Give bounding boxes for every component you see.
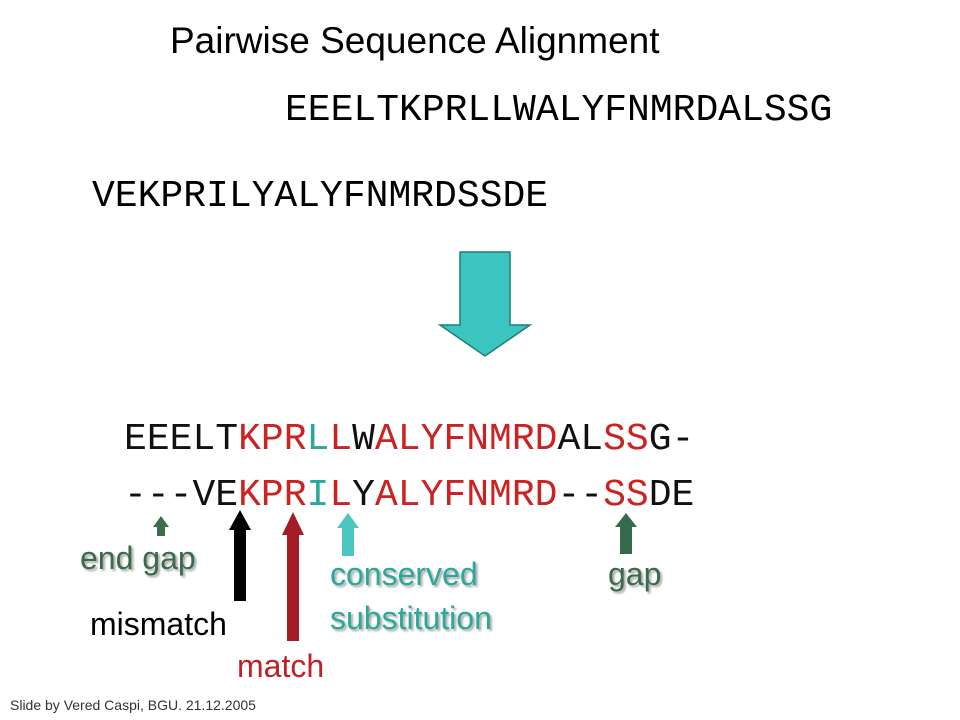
residue: - — [557, 474, 581, 517]
residue: Y — [420, 474, 444, 517]
aligned-sequence-bottom: ---VEKPRILYALYFNMRD--SSDE — [124, 477, 694, 515]
residue: N — [466, 418, 489, 461]
residue: L — [192, 418, 216, 461]
residue: W — [352, 418, 375, 461]
input-sequence-bottom: VEKPRILYALYFNMRDSSDE — [92, 175, 549, 218]
residue: M — [489, 474, 512, 517]
residue: S — [625, 418, 649, 461]
input-sequence-top: EEELTKPRLLWALYFNMRDALSSG — [285, 89, 833, 132]
residue: M — [489, 418, 512, 461]
end-gap-label: end gap — [80, 540, 196, 576]
residue: E — [671, 474, 695, 517]
residue: P — [260, 418, 284, 461]
slide-credit: Slide by Vered Caspi, BGU. 21.12.2005 — [10, 697, 256, 713]
residue: R — [511, 418, 535, 461]
residue: - — [169, 474, 193, 517]
residue: - — [124, 474, 147, 517]
residue: E — [124, 418, 147, 461]
residue: S — [625, 474, 649, 517]
residue: D — [648, 474, 672, 517]
match-arrow-icon — [282, 512, 304, 641]
conserved-substitution-label-line2: substitution — [330, 600, 492, 636]
residue: F — [443, 474, 467, 517]
residue: L — [329, 474, 353, 517]
residue: A — [557, 418, 581, 461]
mismatch-arrow-icon — [229, 510, 251, 601]
residue: N — [466, 474, 489, 517]
residue: A — [374, 418, 398, 461]
residue: R — [283, 474, 307, 517]
conserved-arrow-icon — [337, 513, 359, 556]
residue: - — [146, 474, 170, 517]
down-arrow-icon — [437, 251, 533, 357]
gap-arrow-icon — [615, 513, 637, 554]
residue: F — [443, 418, 467, 461]
residue: T — [215, 418, 239, 461]
mismatch-label: mismatch — [90, 606, 227, 642]
end-gap-arrow-icon — [153, 516, 169, 536]
residue: A — [374, 474, 398, 517]
residue: S — [603, 418, 626, 461]
residue: L — [329, 418, 353, 461]
residue: L — [306, 418, 330, 461]
residue: D — [534, 474, 558, 517]
residue: L — [397, 418, 421, 461]
residue: R — [283, 418, 307, 461]
residue: I — [306, 474, 330, 517]
residue: L — [397, 474, 421, 517]
residue: K — [238, 474, 261, 517]
residue: V — [192, 474, 216, 517]
residue: K — [238, 418, 261, 461]
residue: E — [169, 418, 193, 461]
residue: P — [260, 474, 284, 517]
residue: S — [603, 474, 626, 517]
residue: L — [580, 418, 604, 461]
residue: D — [534, 418, 558, 461]
residue: E — [146, 418, 170, 461]
aligned-sequence-top: EEELTKPRLLWALYFNMRDALSSG- — [124, 421, 694, 459]
match-label: match — [237, 648, 325, 684]
residue: Y — [352, 474, 375, 517]
residue: G — [648, 418, 672, 461]
residue: R — [511, 474, 535, 517]
conserved-substitution-label-line1: conserved — [330, 556, 478, 592]
slide-title: Pairwise Sequence Alignment — [170, 20, 660, 61]
residue: E — [215, 474, 239, 517]
gap-label: gap — [608, 556, 662, 592]
residue: Y — [420, 418, 444, 461]
residue: - — [580, 474, 604, 517]
residue: - — [671, 418, 695, 461]
